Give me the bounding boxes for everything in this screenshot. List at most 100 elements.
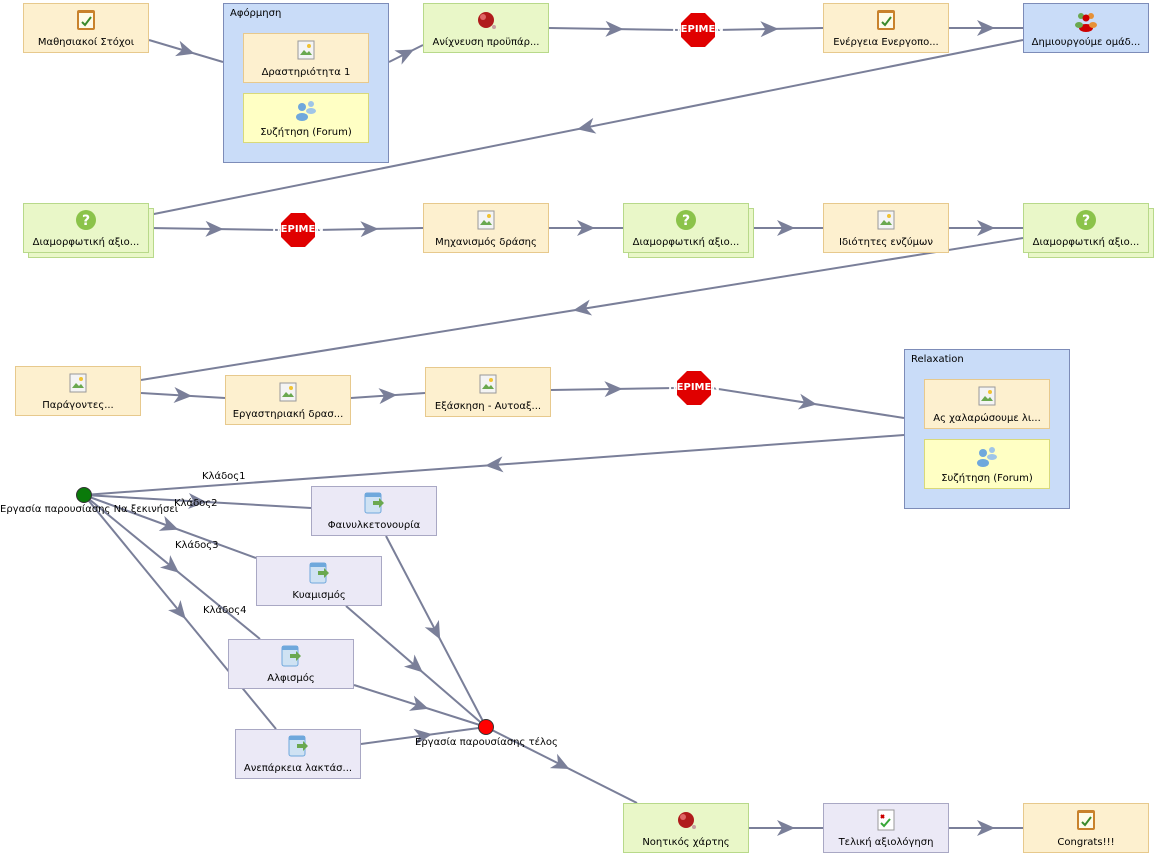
stop-gate-2[interactable]: ΠΕΡΙΜΕΝ — [272, 212, 324, 248]
notepad-icon — [77, 10, 95, 30]
arrowhead-icon — [408, 695, 429, 711]
stop-label: ΠΕΡΙΜΕΝ — [668, 382, 720, 393]
document-image-icon — [279, 382, 297, 402]
svg-text:?: ? — [82, 213, 90, 229]
arrowhead-icon — [777, 220, 795, 236]
arrowhead-icon — [360, 221, 379, 238]
node-label: Ας χαλαρώσουμε λι... — [933, 413, 1041, 424]
group-title: Αφόρμηση — [230, 8, 282, 19]
stop-sign-icon — [677, 371, 711, 405]
branch-start-node[interactable] — [76, 487, 92, 503]
branch-task-aneparkeia[interactable]: Ανεπάρκεια λακτάσ... — [235, 729, 361, 779]
assessment-teliki-axiologisi[interactable]: Τελική αξιολόγηση — [823, 803, 949, 853]
node-label: Διαμορφωτική αξιο... — [1032, 237, 1140, 248]
activity-energeia[interactable]: Ενέργεια Ενεργοπο... — [823, 3, 949, 53]
task-arrow-icon — [281, 645, 301, 667]
svg-text:?: ? — [1082, 213, 1090, 229]
node-label: Κυαμισμός — [292, 590, 346, 601]
branch-task-kyamismos[interactable]: Κυαμισμός — [256, 556, 382, 606]
arrowhead-icon — [175, 40, 195, 57]
notepad-icon — [877, 10, 895, 30]
node-label: Εξάσκηση - Αυτοαξ... — [434, 401, 542, 412]
task-arrow-icon — [364, 492, 384, 514]
arrowhead-icon — [777, 820, 795, 836]
node-label: Ανεπάρκεια λακτάσ... — [243, 763, 353, 774]
forum-syzitisi-relaxation[interactable]: Συζήτηση (Forum) — [924, 439, 1050, 489]
document-image-icon — [297, 40, 315, 60]
stop-label: ΠΕΡΙΜΕΝ — [272, 224, 324, 235]
branch-end-label: Εργασία παρουσίασης τέλος — [415, 737, 558, 748]
arrowhead-icon — [159, 555, 179, 573]
activity-drastiriotita-1[interactable]: Δραστηριότητα 1 — [243, 33, 369, 83]
grouping-dimiourgoume-omades[interactable]: Δημιουργούμε ομάδ... — [1023, 3, 1149, 53]
arrowhead-icon — [188, 492, 207, 509]
stop-gate-1[interactable]: ΠΕΡΙΜΕΝ — [672, 12, 724, 48]
arrowhead-icon — [403, 654, 423, 673]
node-label: Μηχανισμός δράσης — [435, 237, 537, 248]
node-label: Παράγοντες... — [42, 400, 114, 411]
question-icon: ? — [676, 210, 696, 230]
document-image-icon — [479, 374, 497, 394]
arrowhead-icon — [797, 393, 817, 410]
node-label: Τελική αξιολόγηση — [838, 837, 934, 848]
stop-gate-3[interactable]: ΠΕΡΙΜΕΝ — [668, 370, 720, 406]
node-label: Αλφισμός — [267, 673, 315, 684]
assessment-diamorfotiki-1[interactable]: ? Διαμορφωτική αξιο... — [23, 203, 149, 253]
activity-paragontes[interactable]: Παράγοντες... — [15, 366, 141, 416]
node-label: Δραστηριότητα 1 — [261, 67, 351, 78]
arrowhead-icon — [604, 381, 623, 398]
activity-exaskisi[interactable]: Εξάσκηση - Αυτοαξ... — [425, 367, 551, 417]
arrowhead-icon — [549, 753, 570, 770]
activity-idiotites-enzymon[interactable]: Ιδιότητες ενζύμων — [823, 203, 949, 253]
arrowhead-icon — [977, 20, 995, 36]
activity-as-xalarosoume[interactable]: Ας χαλαρώσουμε λι... — [924, 379, 1050, 429]
assessment-noitikos-xartis[interactable]: Νοητικός χάρτης — [623, 803, 749, 853]
checklist-icon — [877, 809, 895, 831]
arrowhead-icon — [573, 299, 593, 316]
node-label: Διαμορφωτική αξιο... — [32, 237, 140, 248]
node-label: Διαμορφωτική αξιο... — [632, 237, 740, 248]
branch-task-fainylketonouria[interactable]: Φαινυλκετονουρία — [311, 486, 437, 536]
node-label: Εργαστηριακή δρασ... — [232, 409, 344, 420]
stop-sign-icon — [281, 213, 315, 247]
node-label: Μαθησιακοί Στόχοι — [37, 37, 135, 48]
document-image-icon — [877, 210, 895, 230]
arrowhead-icon — [173, 386, 192, 403]
activity-mixanismos-drasis[interactable]: Μηχανισμός δράσης — [423, 203, 549, 253]
svg-text:?: ? — [682, 213, 690, 229]
node-label: Συζήτηση (Forum) — [941, 473, 1033, 484]
document-image-icon — [978, 386, 996, 406]
arrowhead-icon — [378, 388, 397, 405]
activity-ergastiriaki[interactable]: Εργαστηριακή δρασ... — [225, 375, 351, 425]
arrowhead-icon — [760, 21, 779, 38]
branch-label-1: Κλάδος1 — [202, 471, 246, 482]
arrowhead-icon — [977, 820, 995, 836]
branch-label-4: Κλάδος4 — [203, 605, 247, 616]
node-label: Δημιουργούμε ομάδ... — [1031, 37, 1141, 48]
group-people-icon — [1075, 13, 1097, 32]
arrowhead-icon — [205, 220, 224, 237]
assessment-diamorfotiki-2[interactable]: ? Διαμορφωτική αξιο... — [623, 203, 749, 253]
branch-start-label: Εργασία παρουσίασης Να ξεκινήσει — [0, 504, 179, 515]
node-label: Νοητικός χάρτης — [642, 837, 730, 848]
people-chat-icon — [977, 447, 997, 467]
node-label: Ιδιότητες ενζύμων — [839, 237, 933, 248]
arrowhead-icon — [485, 456, 504, 473]
task-arrow-icon — [288, 735, 308, 757]
assessment-diamorfotiki-3[interactable]: ? Διαμορφωτική αξιο... — [1023, 203, 1149, 253]
red-sphere-icon — [478, 12, 496, 29]
activity-mathisiakoi-stoxoi[interactable]: Μαθησιακοί Στόχοι — [23, 3, 149, 53]
assessment-anixneysi[interactable]: Ανίχνευση προϋπάρ... — [423, 3, 549, 53]
group-title: Relaxation — [911, 354, 964, 365]
branch-task-alfismos[interactable]: Αλφισμός — [228, 639, 354, 689]
arrowhead-icon — [413, 728, 433, 745]
forum-syzitisi[interactable]: Συζήτηση (Forum) — [243, 93, 369, 143]
arrowhead-icon — [168, 599, 186, 619]
activity-congrats[interactable]: Congrats!!! — [1023, 803, 1149, 853]
arrowhead-icon — [394, 49, 415, 65]
branch-end-node[interactable] — [478, 719, 494, 735]
arrowhead-icon — [977, 220, 995, 236]
branch-label-2: Κλάδος2 — [174, 498, 218, 509]
notepad-icon — [1077, 810, 1095, 830]
